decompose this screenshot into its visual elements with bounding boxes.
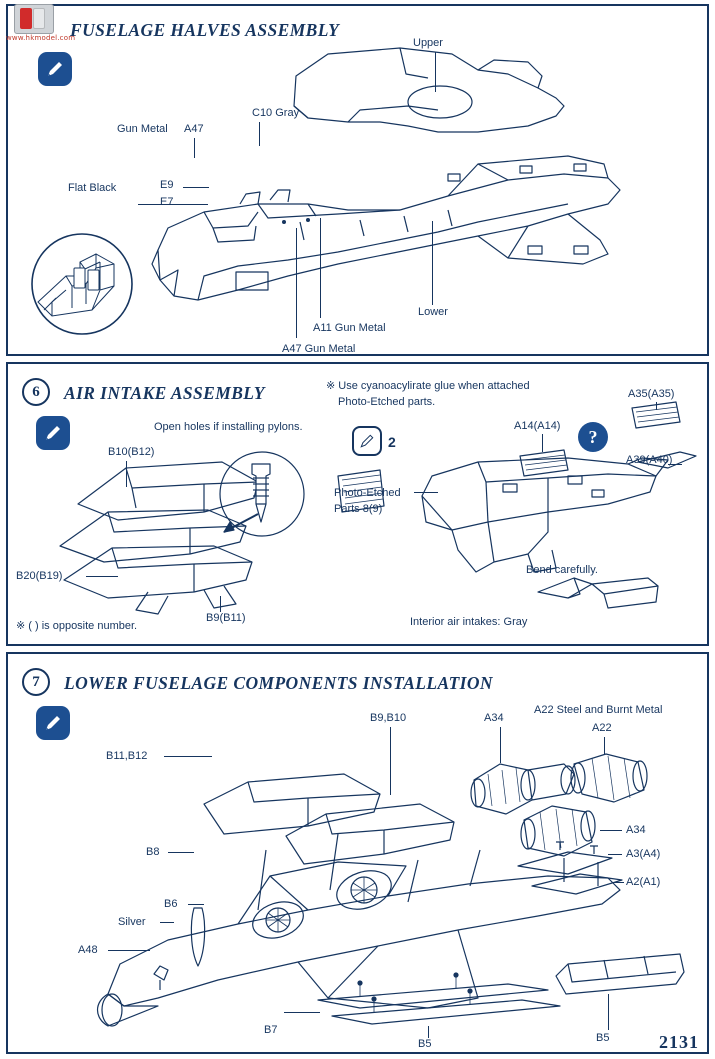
- label-b5: B5: [418, 1038, 432, 1050]
- watermark-white-block: [33, 8, 45, 29]
- label-a34-top: A34: [484, 712, 504, 724]
- leader-a48: [108, 950, 150, 951]
- leader-b9b10: [390, 727, 391, 795]
- leader-a47: [194, 138, 195, 158]
- label-lower: Lower: [418, 306, 448, 318]
- leader-b11b12: [164, 756, 212, 757]
- leader-a2: [614, 882, 624, 883]
- leader-e9: [183, 187, 209, 188]
- leader-c10: [259, 122, 260, 146]
- label-silver: Silver: [118, 916, 146, 928]
- label-a22-note: A22 Steel and Burnt Metal: [534, 704, 663, 716]
- glue-tool-icon-7: [36, 706, 70, 740]
- note-interior-intakes: Interior air intakes: Gray: [410, 616, 528, 628]
- leader-b7: [284, 1012, 320, 1013]
- watermark-red-block: [20, 8, 32, 29]
- label-flat-black: Flat Black: [68, 182, 117, 194]
- step-panel-lower-fuselage: 7 LOWER FUSELAGE COMPONENTS INSTALLATION: [6, 652, 709, 1054]
- leader-silver: [160, 922, 174, 923]
- label-photo-etched-2: Parts 8(9): [334, 503, 383, 515]
- leader-photo-etched: [414, 492, 438, 493]
- leader-b20: [86, 576, 118, 577]
- step-panel-air-intake: 6 AIR INTAKE ASSEMBLY ※ Use cyanoacylira…: [6, 362, 709, 646]
- leader-b9: [220, 596, 221, 612]
- label-b9-b10: B9,B10: [370, 712, 407, 724]
- leader-a34-top: [500, 727, 501, 763]
- leader-b5-detail: [608, 994, 609, 1030]
- glue-tool-icon: [38, 52, 72, 86]
- page-number: 2131: [659, 1032, 699, 1052]
- label-b6: B6: [164, 898, 178, 910]
- step-panel-fuselage-halves: FUSELAGE HALVES ASSEMBLY: [6, 4, 709, 356]
- label-a47: A47: [184, 123, 204, 135]
- label-a47-gun-metal: A47 Gun Metal: [282, 343, 356, 355]
- label-a11-gun-metal: A11 Gun Metal: [313, 322, 386, 334]
- label-a39: A39(A40): [626, 454, 673, 466]
- label-c10-gray: C10 Gray: [252, 107, 300, 119]
- leader-a35: [656, 402, 657, 410]
- label-gun-metal: Gun Metal: [117, 123, 168, 135]
- label-b20: B20(B19): [16, 570, 63, 582]
- label-a35: A35(A35): [628, 388, 675, 400]
- leader-upper: [435, 52, 436, 92]
- watermark-text: www.hkmodel.com: [6, 34, 76, 42]
- step-title-air-intake: AIR INTAKE ASSEMBLY: [64, 383, 265, 403]
- label-upper: Upper: [413, 37, 443, 49]
- note-cyano-line2: Photo-Etched parts.: [338, 396, 436, 408]
- leader-a34-right: [600, 830, 622, 831]
- leader-e7: [138, 204, 208, 205]
- step-title-fuselage-halves: FUSELAGE HALVES ASSEMBLY: [70, 20, 340, 40]
- label-a34-right: A34: [626, 824, 646, 836]
- leader-a3: [608, 854, 622, 855]
- leader-b6: [188, 904, 204, 905]
- note-opposite-number: ※ ( ) is opposite number.: [16, 620, 138, 632]
- label-e7: E7: [160, 196, 174, 208]
- label-a14: A14(A14): [514, 420, 561, 432]
- leader-b10: [126, 461, 127, 487]
- label-b10: B10(B12): [108, 446, 155, 458]
- glue-tool-icon-6: [36, 416, 70, 450]
- leader-a39: [668, 464, 682, 465]
- pe-glue-tag-icon: [352, 426, 382, 456]
- leader-b8: [168, 852, 194, 853]
- label-a22: A22: [592, 722, 612, 734]
- leader-a47b: [296, 228, 297, 338]
- label-b9: B9(B11): [206, 612, 246, 624]
- label-b11-b12: B11,B12: [106, 750, 148, 762]
- pe-quantity: 2: [388, 434, 396, 450]
- label-a2: A2(A1): [626, 876, 661, 888]
- note-open-holes: Open holes if installing pylons.: [154, 421, 303, 433]
- leader-a22: [604, 737, 605, 755]
- step-number-7: 7: [22, 668, 50, 696]
- label-b5-detail: B5: [596, 1032, 610, 1044]
- label-a3: A3(A4): [626, 848, 661, 860]
- label-e9: E9: [160, 179, 174, 191]
- step-number-6: 6: [22, 378, 50, 406]
- label-photo-etched-1: Photo-Etched: [334, 487, 401, 499]
- leader-lower: [432, 221, 433, 305]
- step-title-lower-fuselage: LOWER FUSELAGE COMPONENTS INSTALLATION: [64, 673, 493, 693]
- watermark-logo: www.hkmodel.com: [6, 4, 75, 44]
- leader-b5: [428, 1026, 429, 1038]
- question-mark-icon: ?: [578, 422, 608, 452]
- leader-a14: [542, 434, 543, 452]
- label-a48: A48: [78, 944, 98, 956]
- label-b7: B7: [264, 1024, 278, 1036]
- leader-a11: [320, 218, 321, 318]
- label-b8: B8: [146, 846, 160, 858]
- note-cyano-line1: ※ Use cyanoacylirate glue when attached: [326, 380, 530, 392]
- note-bend-carefully: Bend carefully.: [526, 564, 598, 576]
